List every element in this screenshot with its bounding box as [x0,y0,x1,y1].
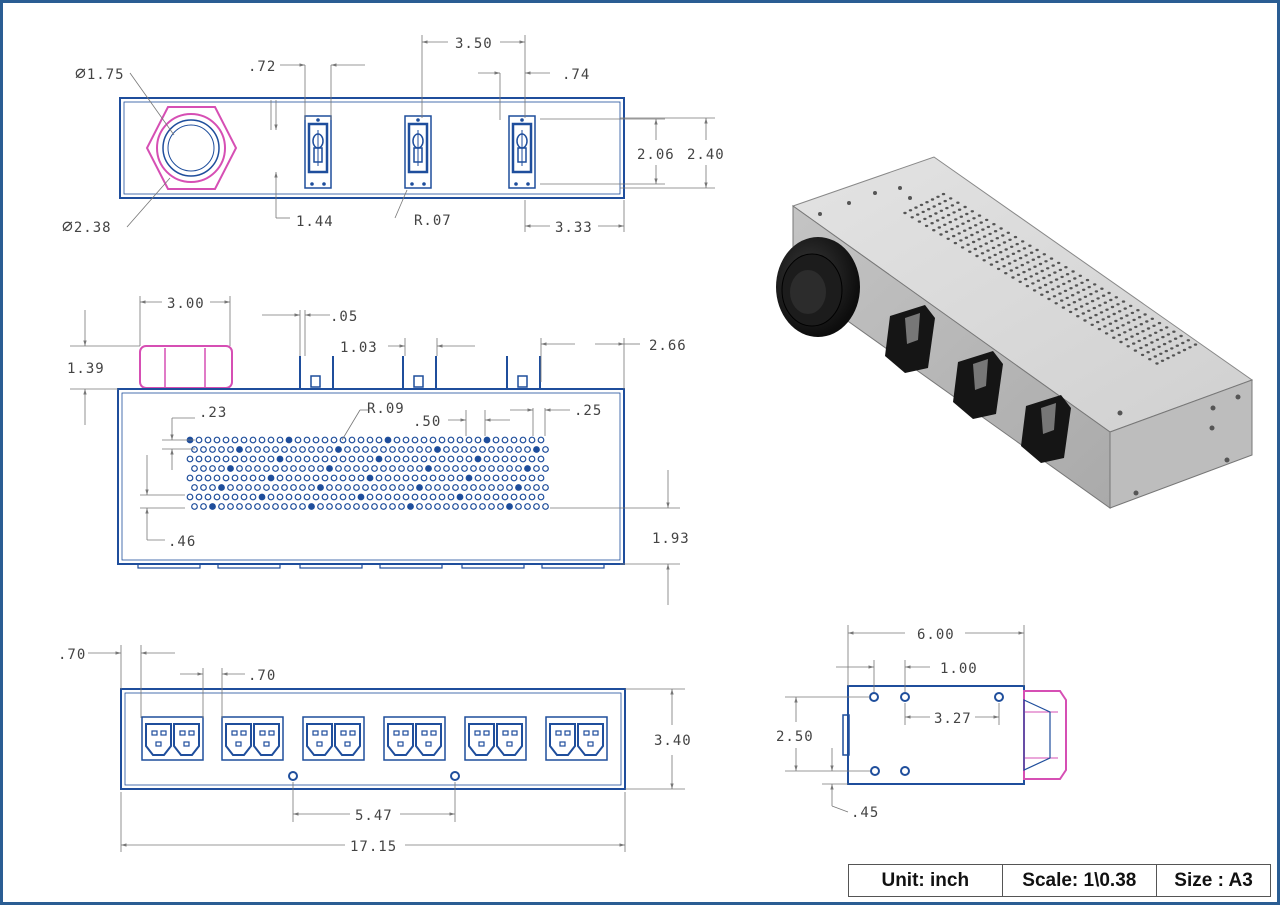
unit-label: Unit: inch [849,865,1003,896]
switch-bracket [402,356,437,390]
dim-005: .05 [330,309,358,325]
iec-socket-pair [464,716,527,761]
size-label: Size : A3 [1174,869,1253,891]
foot [217,563,281,569]
feet [137,563,605,569]
dim-103: 1.03 [340,340,378,356]
title-block: Unit: inch Scale: 1\0.38 Size : A3 [848,864,1271,897]
dim-gland-inner-dia: ∅1.75 [75,63,125,84]
dim-206: 2.06 [637,147,675,163]
dim-193: 1.93 [652,531,690,547]
dim-300: 3.00 [167,296,205,312]
iec-socket-pair [141,716,204,761]
switch-cutouts-top [304,115,536,189]
switch-cutout [404,115,432,189]
dimension-labels: ∅1.75 ∅2.38 .72 3.50 .74 2.06 2.40 1.44 … [58,36,978,855]
switch-brackets [299,356,541,390]
dim-r009: R.09 [367,401,405,417]
dim-070b: .70 [248,668,276,684]
switch-bracket [299,356,334,390]
dim-266: 2.66 [649,338,687,354]
dim-144: 1.44 [296,214,334,230]
foot [379,563,443,569]
dim-023: .23 [199,405,227,421]
iec-socket-pair [221,716,284,761]
switch-cutout [508,115,536,189]
foot [461,563,525,569]
dim-1715: 17.15 [350,839,397,855]
scale-label: Scale: 1\0.38 [1003,865,1158,896]
dim-070a: .70 [58,647,86,663]
dim-333: 3.33 [555,220,593,236]
switch-cutout [304,115,332,189]
dim-100: 1.00 [940,661,978,677]
foot [299,563,363,569]
dim-074: .74 [562,67,590,83]
iec-sockets [141,716,608,761]
dim-600: 6.00 [917,627,955,643]
side-view [842,685,1067,785]
iec-socket-pair [545,716,608,761]
iec-socket-pair [302,716,365,761]
rear-view [120,688,626,790]
dimension-lines [70,35,1025,852]
dim-072: .72 [248,59,276,75]
dim-250: 2.50 [776,729,814,745]
dim-025: .25 [574,403,602,419]
vent-hole-pattern [186,436,549,510]
foot [137,563,201,569]
dim-046: .46 [168,534,196,550]
front-view [117,345,625,569]
foot [541,563,605,569]
isometric-view [776,156,1254,509]
dim-gland-outer-dia: ∅2.38 [62,216,112,237]
iso-vent-holes [903,192,1198,365]
dim-r007: R.07 [414,213,452,229]
dim-350: 3.50 [455,36,493,52]
dim-340: 3.40 [654,733,692,749]
top-view [119,97,625,199]
dim-240: 2.40 [687,147,725,163]
dim-045: .45 [851,805,879,821]
switch-bracket [506,356,541,390]
iec-socket-pair [383,716,446,761]
dim-050: .50 [413,414,441,430]
dim-139: 1.39 [67,361,105,377]
dim-547: 5.47 [355,808,393,824]
dim-327: 3.27 [934,711,972,727]
